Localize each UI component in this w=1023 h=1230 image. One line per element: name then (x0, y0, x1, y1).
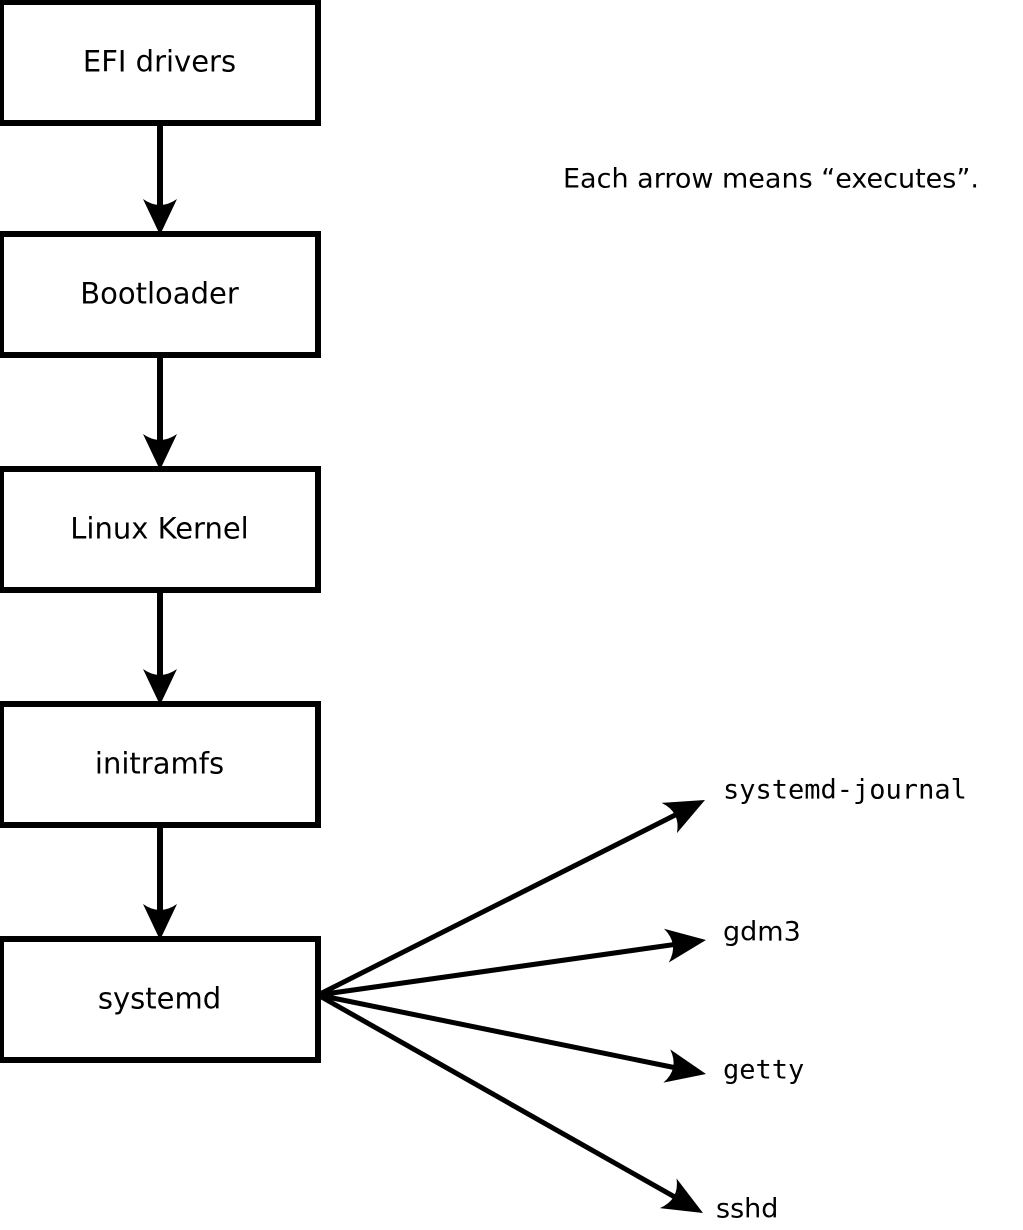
arrow-head (659, 1178, 703, 1213)
stage-box-outline (0, 936, 321, 1063)
stage-box-label: Bootloader (80, 277, 239, 311)
stage-box-outline (0, 701, 321, 828)
stage-box-label: EFI drivers (83, 45, 236, 79)
chain-arrows-layer (143, 123, 177, 940)
fan-arrow-getty (317, 992, 706, 1083)
fan-arrow-sshd (316, 992, 703, 1213)
arrow-shaft (316, 992, 681, 1202)
stage-box-label: systemd (98, 982, 221, 1016)
chain-arrow-bootloader-to-kernel (143, 355, 177, 470)
stage-box-label: Linux Kernel (70, 512, 248, 546)
stage-box-outline (0, 466, 321, 593)
stage-box-outline (0, 231, 321, 358)
arrow-head (143, 199, 177, 235)
arrow-head (143, 434, 177, 470)
service-label-getty: getty (723, 1055, 804, 1086)
service-label-sshd: sshd (716, 1194, 778, 1225)
stage-box-efi-drivers: EFI drivers (0, 0, 321, 126)
arrow-head (143, 669, 177, 705)
arrow-head (663, 1049, 706, 1083)
arrow-shaft (317, 992, 681, 1072)
arrow-shaft (317, 941, 680, 998)
stage-box-outline (0, 0, 321, 126)
stage-box-label: initramfs (95, 747, 224, 781)
chain-arrow-efi-to-bootloader (143, 123, 177, 235)
arrow-shaft (316, 809, 683, 998)
fan-arrow-systemd-journal (316, 800, 705, 998)
service-label-systemd-journal: systemd-journal (723, 775, 967, 806)
chain-arrow-kernel-to-initramfs (143, 590, 177, 705)
caption-text: Each arrow means “executes”. (563, 164, 979, 195)
stage-box-bootloader: Bootloader (0, 231, 321, 358)
arrow-head (664, 928, 706, 963)
arrow-head (661, 800, 705, 834)
chain-arrow-initramfs-to-systemd (143, 825, 177, 940)
fan-arrow-gdm3 (317, 928, 706, 998)
arrow-head (143, 904, 177, 940)
stage-box-systemd: systemd (0, 936, 321, 1063)
service-label-gdm3: gdm3 (723, 917, 801, 948)
stage-box-linux-kernel: Linux Kernel (0, 466, 321, 593)
fan-arrows-layer (316, 800, 706, 1213)
stage-box-initramfs: initramfs (0, 701, 321, 828)
service-labels-layer: systemd-journal gdm3 getty sshd (716, 775, 967, 1225)
